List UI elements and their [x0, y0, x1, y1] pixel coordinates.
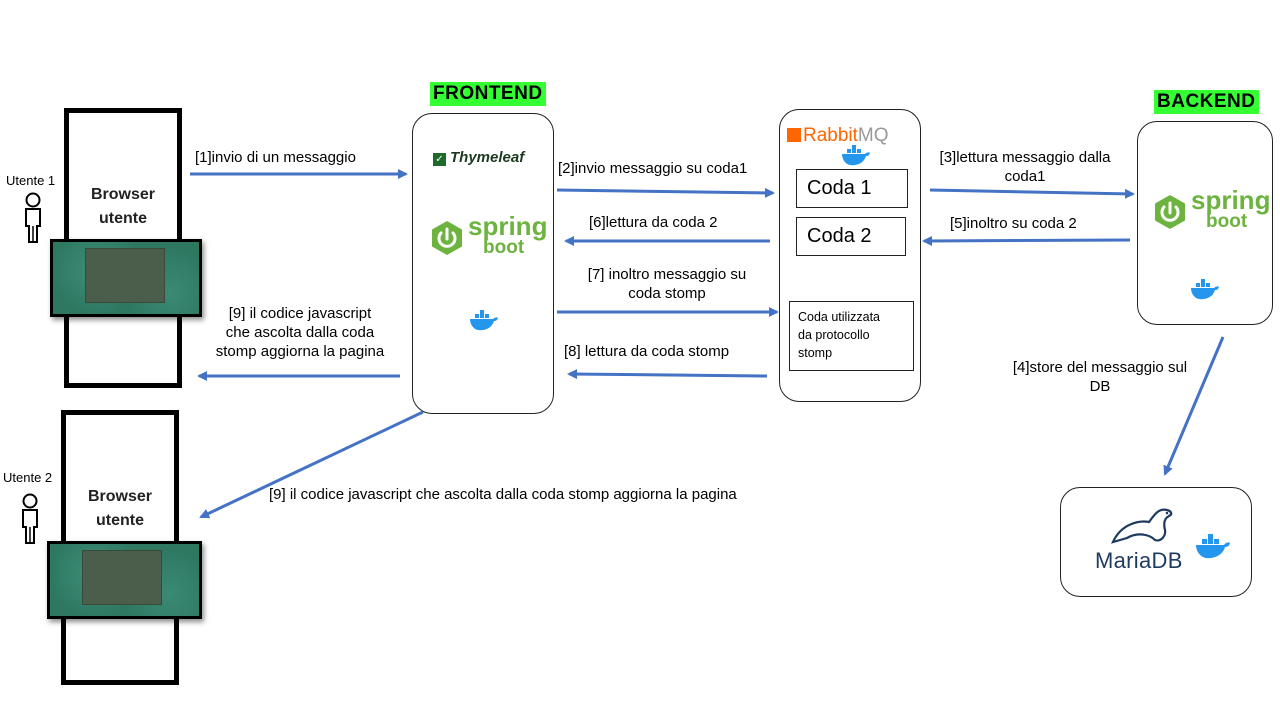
rabbitmq-logo: RabbitMQ: [787, 125, 889, 147]
spring-power-icon: [1155, 195, 1185, 229]
mariadb-node: MariaDB: [1060, 487, 1252, 597]
frontend-header: FRONTEND: [430, 82, 546, 106]
browser-screenshot-user2: [47, 541, 202, 619]
label-step8: [8] lettura da coda stomp: [564, 343, 730, 360]
docker-icon: [842, 145, 870, 166]
label-step7-line2: coda stomp: [628, 285, 706, 302]
label-step3: [3]lettura messaggio dalla coda1: [925, 148, 1125, 186]
label-step7: [7] inoltro messaggio su coda stomp: [572, 265, 762, 303]
thymeleaf-text: Thymeleaf: [450, 149, 525, 166]
label-step4-line1: [4]store del messaggio sul: [1012, 359, 1188, 376]
stomp-line2: da protocollo: [798, 328, 870, 342]
label-step9a: [9] il codice javascript che ascolta dal…: [205, 304, 395, 361]
docker-icon: [470, 310, 498, 331]
docker-icon: [1191, 279, 1219, 300]
user2-label: Utente 2: [3, 470, 53, 485]
queue-1: Coda 1: [796, 169, 908, 208]
label-step9a-line1: [9] il codice javascript: [228, 305, 372, 322]
arrow-step9b: [199, 410, 424, 519]
label-step9a-line2: che ascolta dalla coda: [225, 324, 375, 341]
user1-label: Utente 1: [6, 173, 56, 188]
label-step9b: [9] il codice javascript che ascolta dal…: [269, 486, 737, 503]
label-step4: [4]store del messaggio sul DB: [1000, 358, 1200, 396]
arrow-step8: [567, 369, 768, 380]
boot-text: boot: [1206, 211, 1248, 232]
rabbitmq-icon: [787, 128, 801, 142]
label-step9a-line3: stomp aggiorna la pagina: [215, 343, 385, 360]
label-step2: [2]invio messaggio su coda1: [558, 160, 748, 177]
arrow-step2: [556, 187, 775, 198]
arrow-step4: [1163, 336, 1225, 476]
queue-2: Coda 2: [796, 217, 906, 256]
person-icon: [22, 493, 38, 544]
label-step7-line1: [7] inoltro messaggio su: [587, 266, 747, 283]
backend-header: BACKEND: [1154, 90, 1259, 114]
boot-text: boot: [483, 237, 525, 258]
frontend-node: ✓ Thymeleaf spring boot: [412, 113, 554, 414]
browser-label-line1: Browser: [87, 488, 153, 505]
arrow-step3: [929, 188, 1135, 199]
browser-screenshot-user1: [50, 239, 202, 317]
spring-text: spring: [1191, 185, 1271, 215]
docker-icon: [1196, 534, 1230, 559]
label-step1: [1]invio di un messaggio: [195, 149, 356, 166]
person-icon: [25, 192, 41, 243]
spring-text: spring: [468, 211, 548, 241]
thymeleaf-logo: ✓ Thymeleaf: [433, 149, 524, 166]
browser-label-line1: Browser: [90, 186, 156, 203]
thymeleaf-leaf-icon: ✓: [433, 153, 446, 166]
stomp-queue: Coda utilizzata da protocollo stomp: [789, 301, 914, 371]
stomp-line3: stomp: [798, 346, 833, 360]
mariadb-text: MariaDB: [1095, 548, 1183, 573]
stomp-line1: Coda utilizzata: [798, 310, 880, 324]
spring-power-icon: [432, 221, 462, 255]
rabbitmq-node: RabbitMQ Coda 1 Coda 2 Coda utilizzata d…: [779, 109, 921, 402]
arrow-step5: [922, 235, 1131, 246]
browser-label-line2: utente: [96, 512, 144, 529]
label-step3-line2: coda1: [1004, 168, 1046, 185]
label-step3-line1: [3]lettura messaggio dalla: [939, 149, 1111, 166]
label-step6: [6]lettura da coda 2: [589, 214, 718, 231]
rabbitmq-text-b: MQ: [857, 125, 889, 146]
sea-lion-icon: [1111, 508, 1173, 544]
backend-node: spring boot: [1137, 121, 1273, 325]
label-step5: [5]inoltro su coda 2: [950, 215, 1077, 232]
rabbitmq-text-a: Rabbit: [803, 125, 858, 146]
browser-label-line2: utente: [99, 210, 147, 227]
label-step4-line2: DB: [1089, 378, 1111, 395]
